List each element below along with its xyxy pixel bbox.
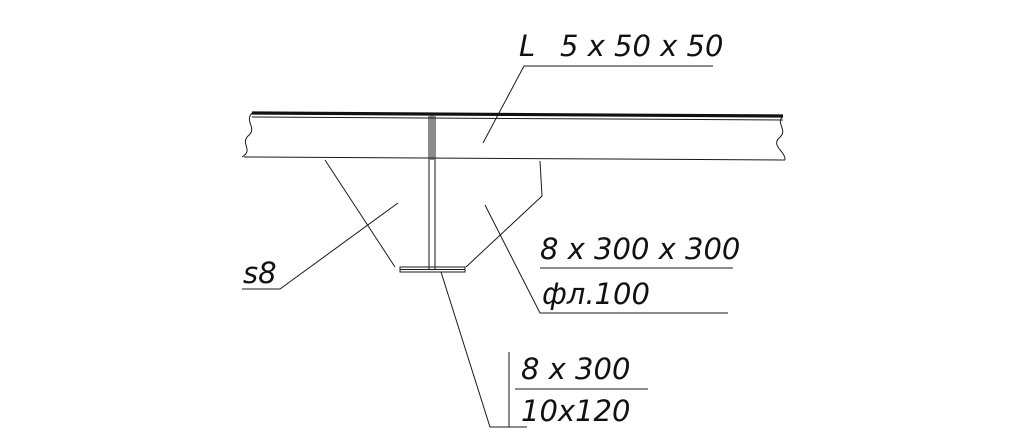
plate-thickness-label: s8 <box>243 256 277 290</box>
leader-strip <box>440 271 527 428</box>
angle-right-break <box>776 115 786 161</box>
gusset-size-label: 8 x 300 x 300 <box>540 232 740 266</box>
gusset-right-edge <box>465 160 543 268</box>
vertical-plate <box>428 114 436 269</box>
bottom-strip <box>399 266 466 273</box>
angle-symbol-label: L <box>519 29 535 63</box>
leader-s8 <box>242 202 399 290</box>
gusset <box>324 159 543 268</box>
leader-angle <box>482 65 713 144</box>
angle-size-label: 5 x 50 x 50 <box>560 29 723 63</box>
gusset-flange-label: фл.100 <box>542 277 650 311</box>
annotations: L 5 x 50 x 50 s8 8 x 300 x 300 фл.100 8 … <box>243 29 740 428</box>
weld-size-label: 10x120 <box>521 394 630 428</box>
angle-bottom-edge <box>243 156 786 161</box>
leader-gusset <box>484 204 728 314</box>
angle-top-edge <box>251 111 784 118</box>
angle-inner-top-line <box>251 116 784 121</box>
leaders <box>242 65 733 428</box>
strip-size-label: 8 x 300 <box>521 352 630 386</box>
angle-left-break <box>241 112 253 158</box>
angle-profile <box>241 111 786 161</box>
gusset-left-edge <box>324 159 396 268</box>
